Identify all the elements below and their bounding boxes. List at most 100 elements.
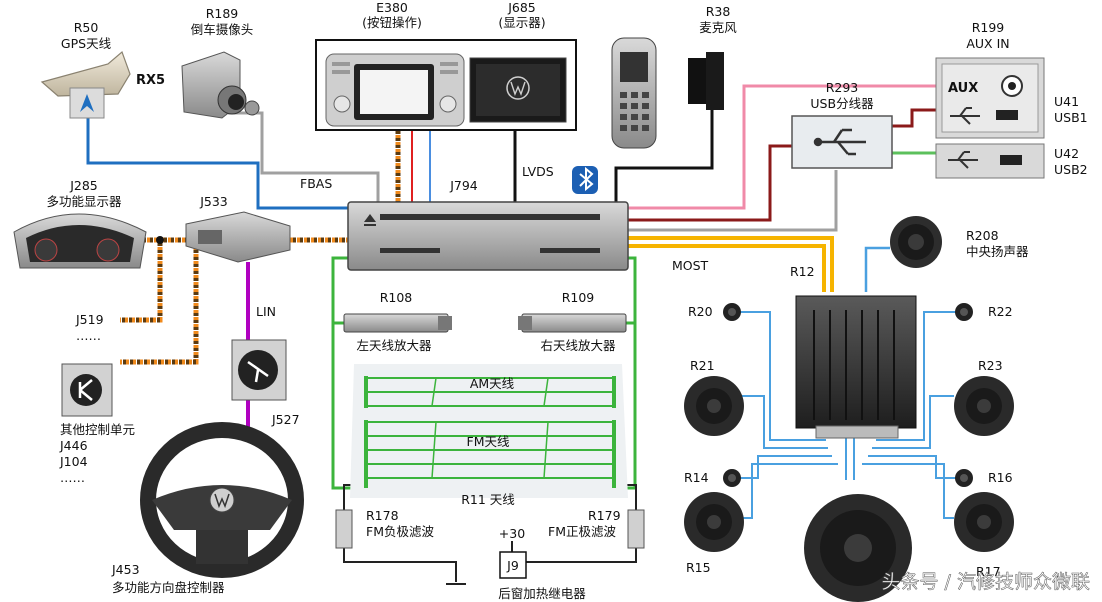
r189-rear-camera (181, 51, 260, 119)
j453-name: 多功能方向盘控制器 (112, 580, 225, 595)
lvds-label: LVDS (522, 164, 554, 179)
r109-name: 右天线放大器 (540, 338, 616, 353)
r12-amplifier (795, 295, 917, 439)
r178-ground-wire (343, 548, 457, 582)
j285-name: 多功能显示器 (46, 194, 122, 209)
j685-display (469, 57, 567, 123)
usb-port-icon (1000, 155, 1022, 165)
woofer-r15 (684, 492, 744, 552)
r20-label: R20 (688, 304, 713, 319)
j794-main-unit (347, 201, 629, 271)
r108-id: R108 (380, 290, 413, 305)
r189-name: 倒车摄像头 (191, 22, 254, 37)
fbas-label: FBAS (300, 176, 332, 191)
tweeter-r14 (723, 469, 741, 487)
can-other-dark (120, 240, 199, 365)
r208-id: R208 (966, 228, 999, 243)
r108-amplifier (343, 313, 452, 333)
j794-id: J794 (449, 178, 478, 193)
tweeter-r20 (723, 303, 741, 321)
other-control-unit (61, 363, 113, 417)
r178-id: R178 (366, 508, 399, 523)
r178-filter (335, 509, 353, 549)
r199-aux-panel: AUX (935, 57, 1045, 139)
j519-more: …… (76, 328, 101, 343)
am-antenna-label: AM天线 (470, 376, 515, 391)
r293-name: USB分线器 (810, 96, 874, 111)
can-j519-dark (120, 240, 163, 323)
r109-amplifier (518, 313, 627, 333)
usb-symbol-icon (948, 151, 978, 169)
r293-id: R293 (826, 80, 859, 95)
most-label: MOST (672, 258, 709, 273)
aux-plate-label: AUX (948, 81, 978, 96)
r11-label: R11 天线 (461, 492, 515, 507)
r108-name: 左天线放大器 (356, 338, 432, 353)
r293-usb-hub (791, 115, 893, 169)
steering-wheel-icon (140, 422, 304, 578)
r23-label: R23 (978, 358, 1003, 373)
usb-hub-wire (628, 144, 792, 222)
aux-wire (628, 84, 936, 210)
j527-id: J527 (271, 412, 300, 427)
gauge-left-icon (34, 238, 58, 262)
u42-name: USB2 (1054, 162, 1088, 177)
e380-button-unit (325, 53, 465, 127)
gps-antenna-icon (40, 50, 131, 97)
j527-steering-module (231, 339, 287, 401)
speaker-wires (740, 311, 956, 519)
r21-label: R21 (690, 358, 715, 373)
vw-logo-icon (506, 76, 530, 100)
e380-id: E380 (376, 0, 408, 15)
r50-logo: RX5 (136, 73, 165, 88)
u42-usb-port (935, 143, 1045, 179)
fm-antenna-lines (364, 420, 616, 488)
usb-symbol-icon (950, 107, 980, 125)
r199-id: R199 (972, 20, 1005, 35)
usb1-wire (892, 108, 936, 128)
r15-label: R15 (686, 560, 711, 575)
r179-filter (627, 509, 645, 549)
knob-right-icon (439, 95, 457, 113)
j9-voltage: +30 (499, 526, 525, 541)
woofer-r17 (954, 492, 1014, 552)
r14-label: R14 (684, 470, 709, 485)
r179-name: FM正极滤波 (548, 524, 616, 539)
j685-name: (显示器) (498, 15, 545, 30)
j285-instrument-cluster (13, 213, 147, 269)
r16-label: R16 (988, 470, 1013, 485)
j519-id: J519 (75, 312, 104, 327)
antenna-left-wire (331, 256, 366, 490)
r178-name: FM负极滤波 (366, 524, 434, 539)
j9-name: 后窗加热继电器 (498, 586, 586, 601)
mic-wire (614, 108, 714, 202)
j285-id: J285 (69, 178, 98, 193)
r199-name: AUX IN (966, 36, 1009, 51)
u41-name: USB1 (1054, 110, 1088, 125)
u41-id: U41 (1054, 94, 1079, 109)
u42-id: U42 (1054, 146, 1079, 161)
r38-name: 麦克风 (699, 20, 737, 35)
tweeter-r22 (955, 303, 973, 321)
other-id1: J446 (59, 438, 88, 453)
usb-symbol-icon (813, 128, 866, 156)
r109-id: R109 (562, 290, 595, 305)
r208-center-speaker (890, 216, 942, 268)
control-unit-icon (70, 374, 102, 406)
other-id2: J104 (59, 454, 88, 469)
r50-name: GPS天线 (61, 36, 112, 51)
r179-j9-wire (520, 548, 637, 563)
lin-label: LIN (256, 304, 276, 319)
gauge-right-icon (96, 238, 120, 262)
center-speaker-wire (864, 246, 890, 292)
r12-id: R12 (790, 264, 815, 279)
r208-name: 中央扬声器 (966, 244, 1029, 259)
e380-name: (按钮操作) (362, 15, 422, 30)
phone-icon (611, 37, 657, 149)
r38-microphone (688, 52, 724, 110)
r22-label: R22 (988, 304, 1013, 319)
r17-label: R17 (976, 564, 1001, 579)
knob-left-icon (333, 95, 351, 113)
j685-id: J685 (507, 0, 536, 15)
